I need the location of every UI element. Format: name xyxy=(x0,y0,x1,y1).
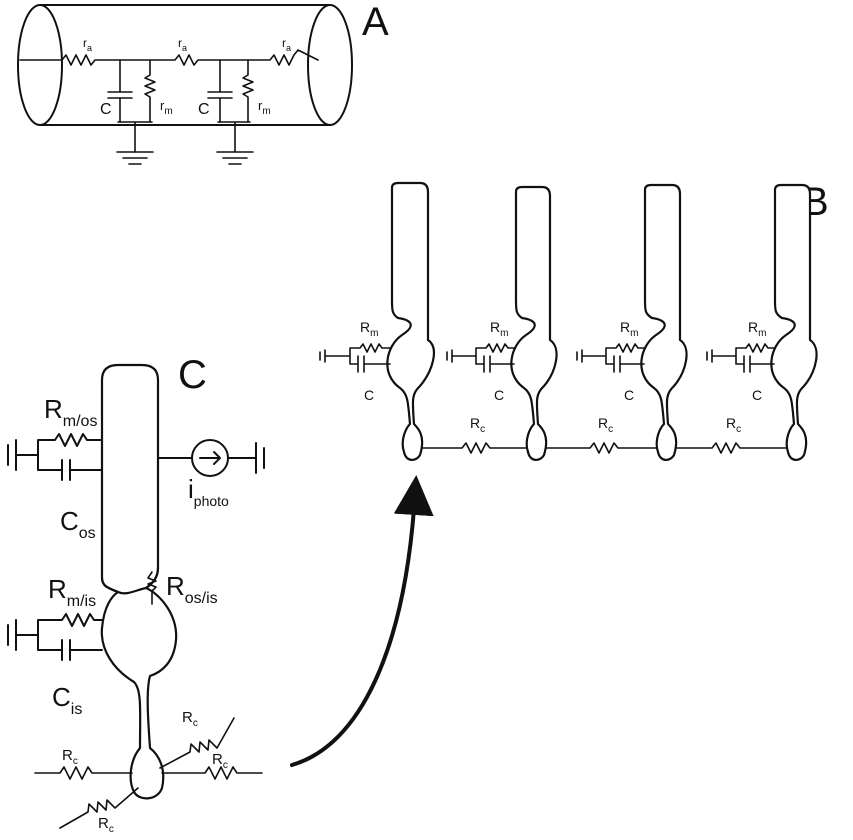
rod-cell-2: Rm C xyxy=(446,185,558,461)
label-rc-upper: Rc xyxy=(182,709,198,729)
label-rmos: Rm/os xyxy=(44,394,97,430)
label-cap-2: C xyxy=(198,101,210,118)
rod-cell-4: Rm C xyxy=(706,183,818,461)
rod-1-rm-label: Rm xyxy=(360,319,378,339)
rod-2-cap-label: C xyxy=(494,387,504,403)
label-cis: Cis xyxy=(52,682,82,718)
label-rm-1: rm xyxy=(160,98,173,117)
panel-label-a: A xyxy=(362,0,389,44)
label-rc-left: Rc xyxy=(62,747,78,767)
label-rc-right: Rc xyxy=(212,751,228,771)
rc-label-2: Rc xyxy=(598,415,613,435)
label-cos: Cos xyxy=(60,506,96,542)
panel-b-coupled-rods: B Rm C Rm C Rm C xyxy=(319,180,829,461)
rc-label-1: Rc xyxy=(470,415,485,435)
label-ra-2: ra xyxy=(178,36,187,53)
label-rmis: Rm/is xyxy=(48,574,96,610)
label-rosis: Ros/is xyxy=(166,571,218,607)
label-rc-lower: Rc xyxy=(98,815,114,835)
panel-a-cable-model: ra ra ra C C rm rm A xyxy=(17,0,389,165)
label-ra-1: ra xyxy=(83,36,92,53)
label-rm-2: rm xyxy=(258,98,271,117)
rod-4-cap-label: C xyxy=(752,387,762,403)
panel-label-c: C xyxy=(178,353,207,397)
rod-3-rm-label: Rm xyxy=(620,319,638,339)
connecting-arrow xyxy=(290,475,434,767)
label-cap-1: C xyxy=(100,101,112,118)
label-iphoto: iphoto xyxy=(188,474,229,509)
rod-cell-1: Rm C xyxy=(319,181,436,461)
rod-cell-3: Rm C xyxy=(576,183,688,461)
label-ra-3: ra xyxy=(282,36,291,53)
panel-c-single-rod: C Rm/os Cos iphoto Ros/is Rm/is Cis Rc R… xyxy=(7,353,265,835)
rod-2-rm-label: Rm xyxy=(490,319,508,339)
rc-label-3: Rc xyxy=(726,415,741,435)
rod-3-cap-label: C xyxy=(624,387,634,403)
current-source-icon xyxy=(191,439,229,477)
rod-1-cap-label: C xyxy=(364,387,374,403)
rod-4-rm-label: Rm xyxy=(748,319,766,339)
